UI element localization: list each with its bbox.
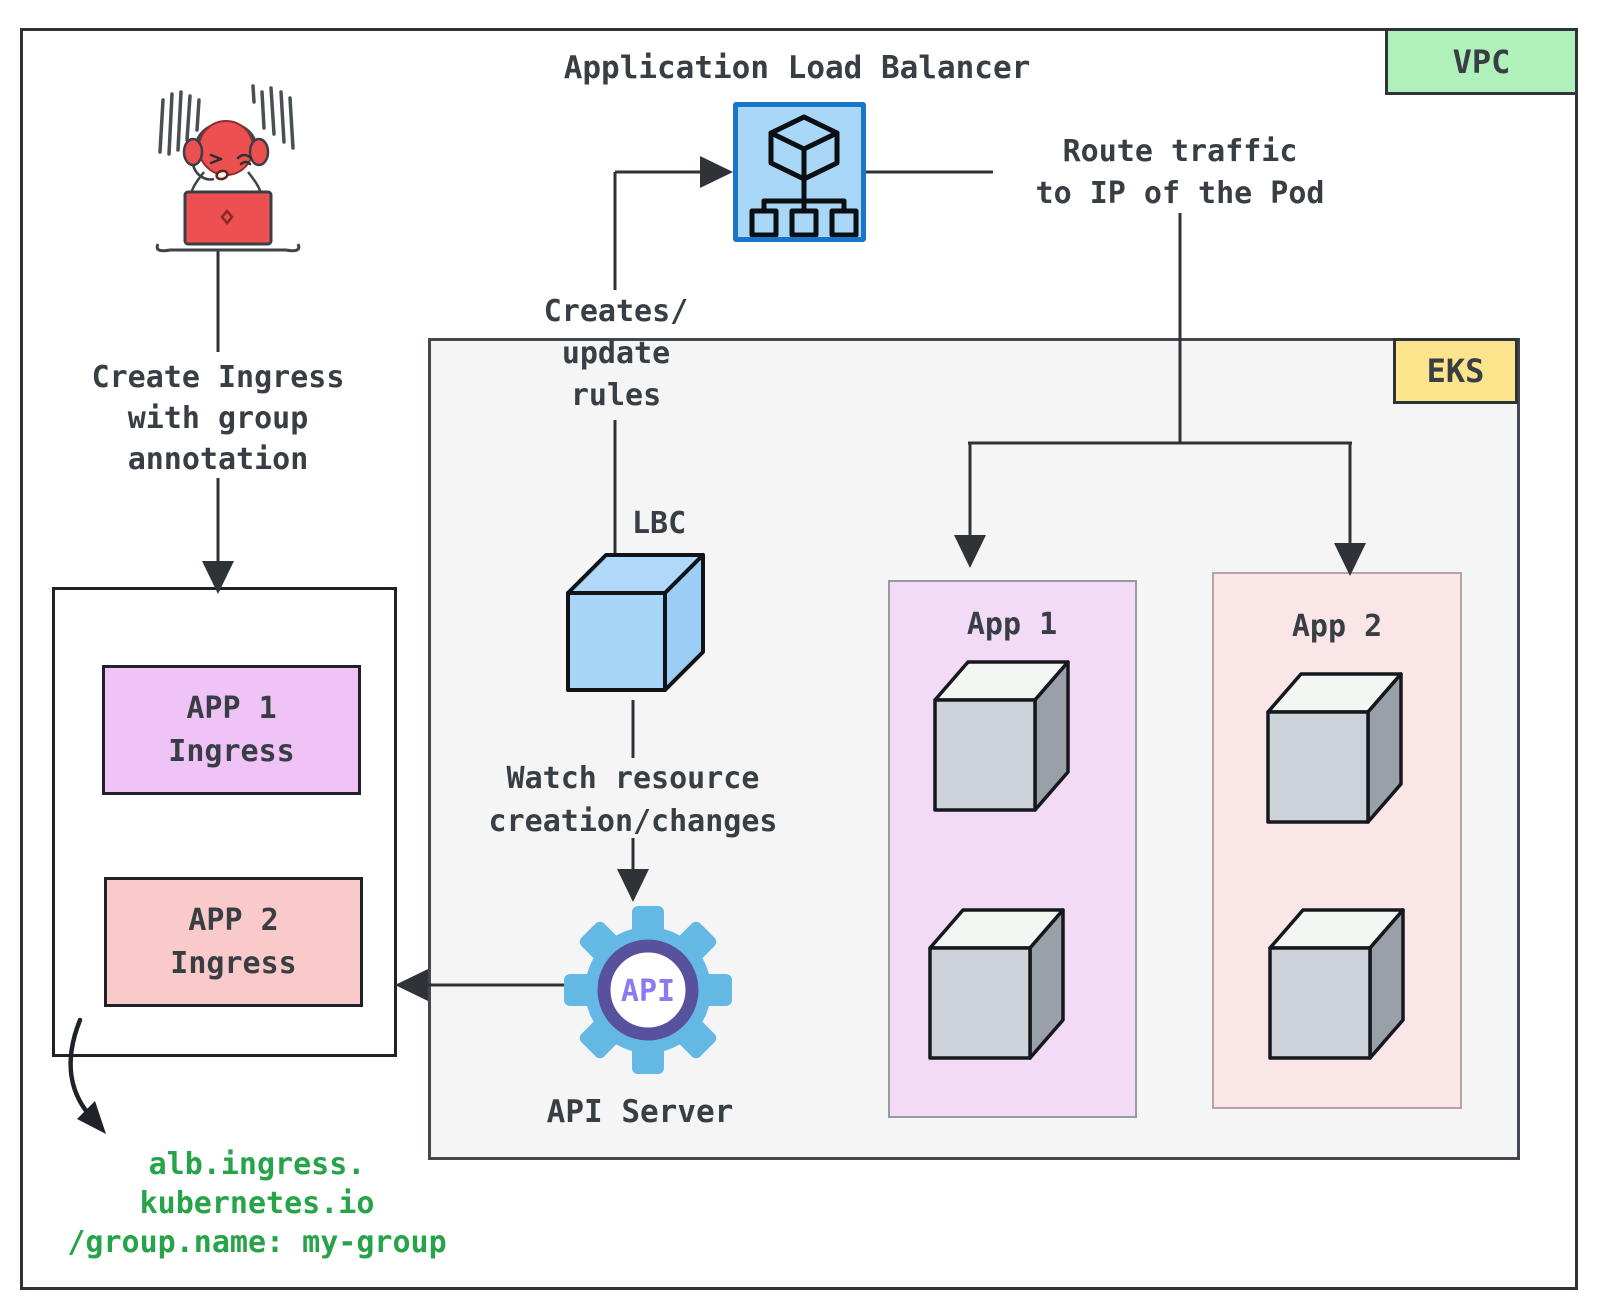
eks-label-text: EKS <box>1426 352 1485 390</box>
app2-pod-group <box>1212 572 1462 1109</box>
create-ingress-label: Create Ingress with group annotation <box>91 360 345 477</box>
app1-ingress-box: APP 1 Ingress <box>102 665 361 795</box>
eks-label: EKS <box>1393 338 1518 404</box>
app1-ingress-label: APP 1 Ingress <box>168 691 295 769</box>
app1-title: App 1 <box>966 607 1058 642</box>
app2-title: App 2 <box>1291 609 1383 644</box>
vpc-label: VPC <box>1385 28 1578 95</box>
watch-resource-label: Watch resource creation/changes <box>488 761 778 839</box>
load-balancer-icon <box>749 114 859 238</box>
creates-update-rules-label: Creates/ update rules <box>543 294 689 413</box>
lbc-label: LBC <box>632 506 687 541</box>
api-server-label: API Server <box>546 1094 734 1130</box>
app2-ingress-label: APP 2 Ingress <box>170 903 297 981</box>
alb-icon <box>733 102 866 242</box>
alb-title: Application Load Balancer <box>563 50 1031 86</box>
group-annotation-text: alb.ingress. kubernetes.io /group.name: … <box>67 1147 447 1260</box>
app2-ingress-box: APP 2 Ingress <box>104 877 363 1007</box>
vpc-label-text: VPC <box>1452 42 1511 81</box>
app1-pod-group <box>888 580 1137 1118</box>
route-traffic-label: Route traffic to IP of the Pod <box>1035 134 1325 211</box>
